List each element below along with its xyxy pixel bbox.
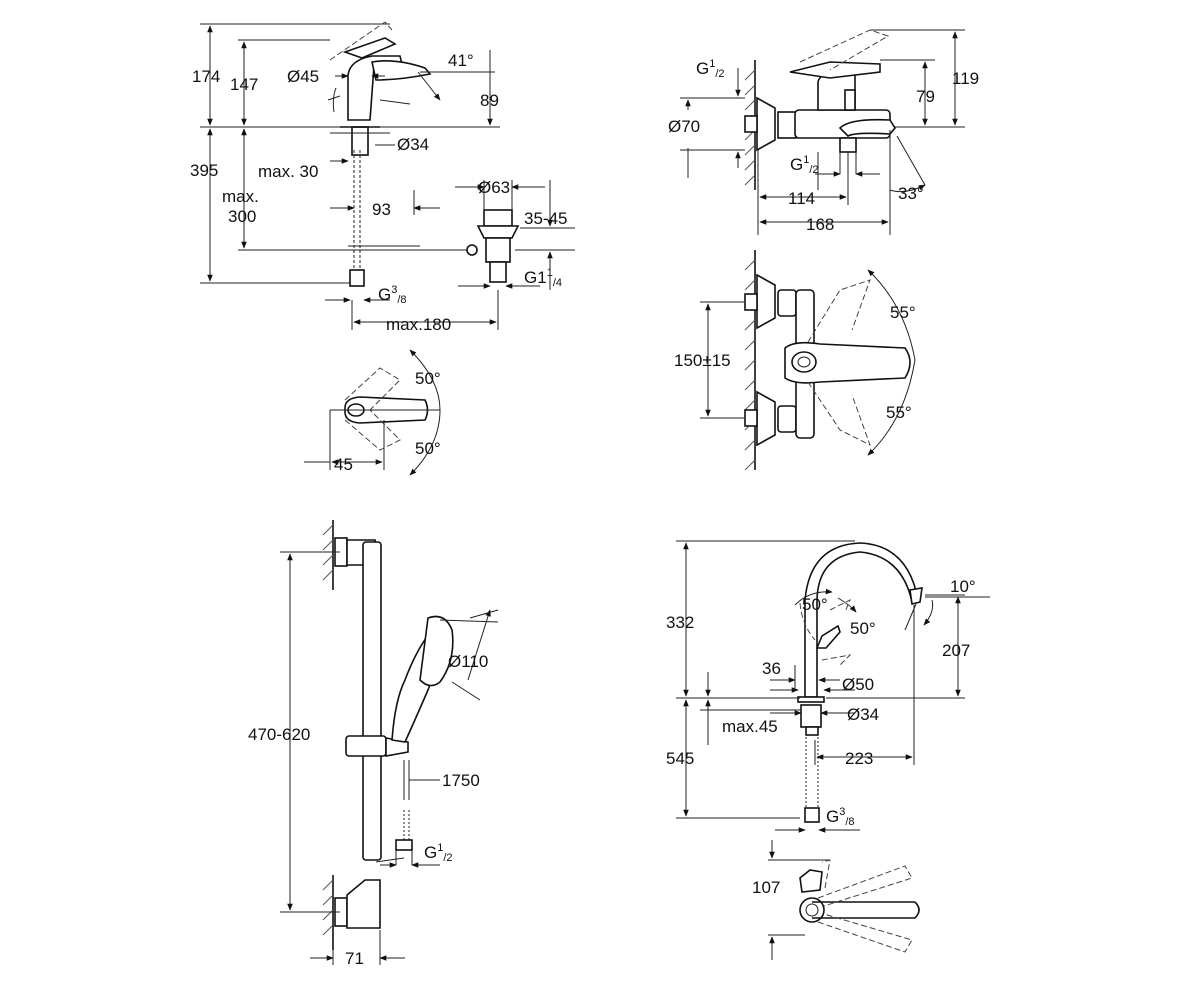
height-174-label: 174 <box>192 67 220 86</box>
diameter-70-label: Ø70 <box>668 117 700 136</box>
height-119-label: 119 <box>952 69 979 88</box>
hose-length-label: 1750 <box>442 771 480 790</box>
rail-height-label: 470-620 <box>248 725 310 744</box>
front-angle-55-top-label: 55° <box>890 303 916 322</box>
max-180-label: max.180 <box>386 315 451 334</box>
height-545-label: 545 <box>666 749 694 768</box>
spout-angle-10-label: 10° <box>950 577 976 596</box>
max-30-label: max. 30 <box>258 162 318 181</box>
sink-mixer-top-view: 107 <box>752 840 920 960</box>
sink-thread-g38-label: G3/8 <box>826 806 855 828</box>
diameter-50-label: Ø50 <box>842 675 874 694</box>
diameter-34-label: Ø34 <box>397 135 429 154</box>
max-300-label-line2: 300 <box>228 207 256 226</box>
angle-41-label: 41° <box>448 51 474 70</box>
lever-angle-50-b-label: 50° <box>850 619 876 638</box>
width-114-label: 114 <box>788 189 815 208</box>
height-147-label: 147 <box>230 75 258 94</box>
bath-mixer-front-view: 55° 150±15 55° <box>674 250 916 471</box>
angle-33-label: 33° <box>898 184 924 203</box>
outlet-g12-label: G1/2 <box>790 154 819 176</box>
max-45-label: max.45 <box>722 717 778 736</box>
height-332-label: 332 <box>666 613 694 632</box>
bracket-depth-71-label: 71 <box>345 949 364 968</box>
lever-angle-50-a-label: 50° <box>802 595 828 614</box>
front-angle-55-bottom-label: 55° <box>886 403 912 422</box>
thread-g114-label: G11/4 <box>524 267 562 289</box>
lever-angle-bottom-label: 50° <box>415 439 441 458</box>
thread-g38-label: G3/8 <box>378 284 407 306</box>
center-150-label: 150±15 <box>674 351 731 370</box>
height-89-label: 89 <box>480 91 499 110</box>
width-93-label: 93 <box>372 200 391 219</box>
lever-angle-top-label: 50° <box>415 369 441 388</box>
height-79-label: 79 <box>916 87 935 106</box>
shower-diameter-label: Ø110 <box>448 652 488 671</box>
diameter-63-label: Ø63 <box>478 178 510 197</box>
width-168-label: 168 <box>806 215 834 234</box>
basin-lever-top-view: 50° 50° 45 <box>304 349 441 476</box>
shower-thread-label: G1/2 <box>424 842 453 864</box>
inlet-g12-top-label: G1/2 <box>696 58 725 80</box>
diameter-45-label: Ø45 <box>287 67 319 86</box>
range-35-45-label: 35-45 <box>524 209 567 228</box>
max-300-label-line1: max. <box>222 187 259 206</box>
height-395-label: 395 <box>190 161 218 180</box>
lever-width-45-label: 45 <box>334 455 353 474</box>
bath-mixer-side-view: G1/2 119 79 Ø70 G1/2 114 33° 168 <box>668 29 979 235</box>
sink-mixer-side-view: 10° 50° 50° 332 207 36 Ø50 Ø34 max.45 54… <box>666 540 990 833</box>
width-36-label: 36 <box>762 659 781 678</box>
basin-mixer-side-view: 174 147 Ø45 41° 89 Ø34 max. 30 395 max. … <box>190 21 575 334</box>
reach-223-label: 223 <box>845 749 873 768</box>
top-view-107-label: 107 <box>752 878 780 897</box>
height-207-label: 207 <box>942 641 970 660</box>
diameter-34-label: Ø34 <box>847 705 879 724</box>
shower-rail-side-view: 470-620 Ø110 1750 G1/2 71 <box>248 520 499 968</box>
